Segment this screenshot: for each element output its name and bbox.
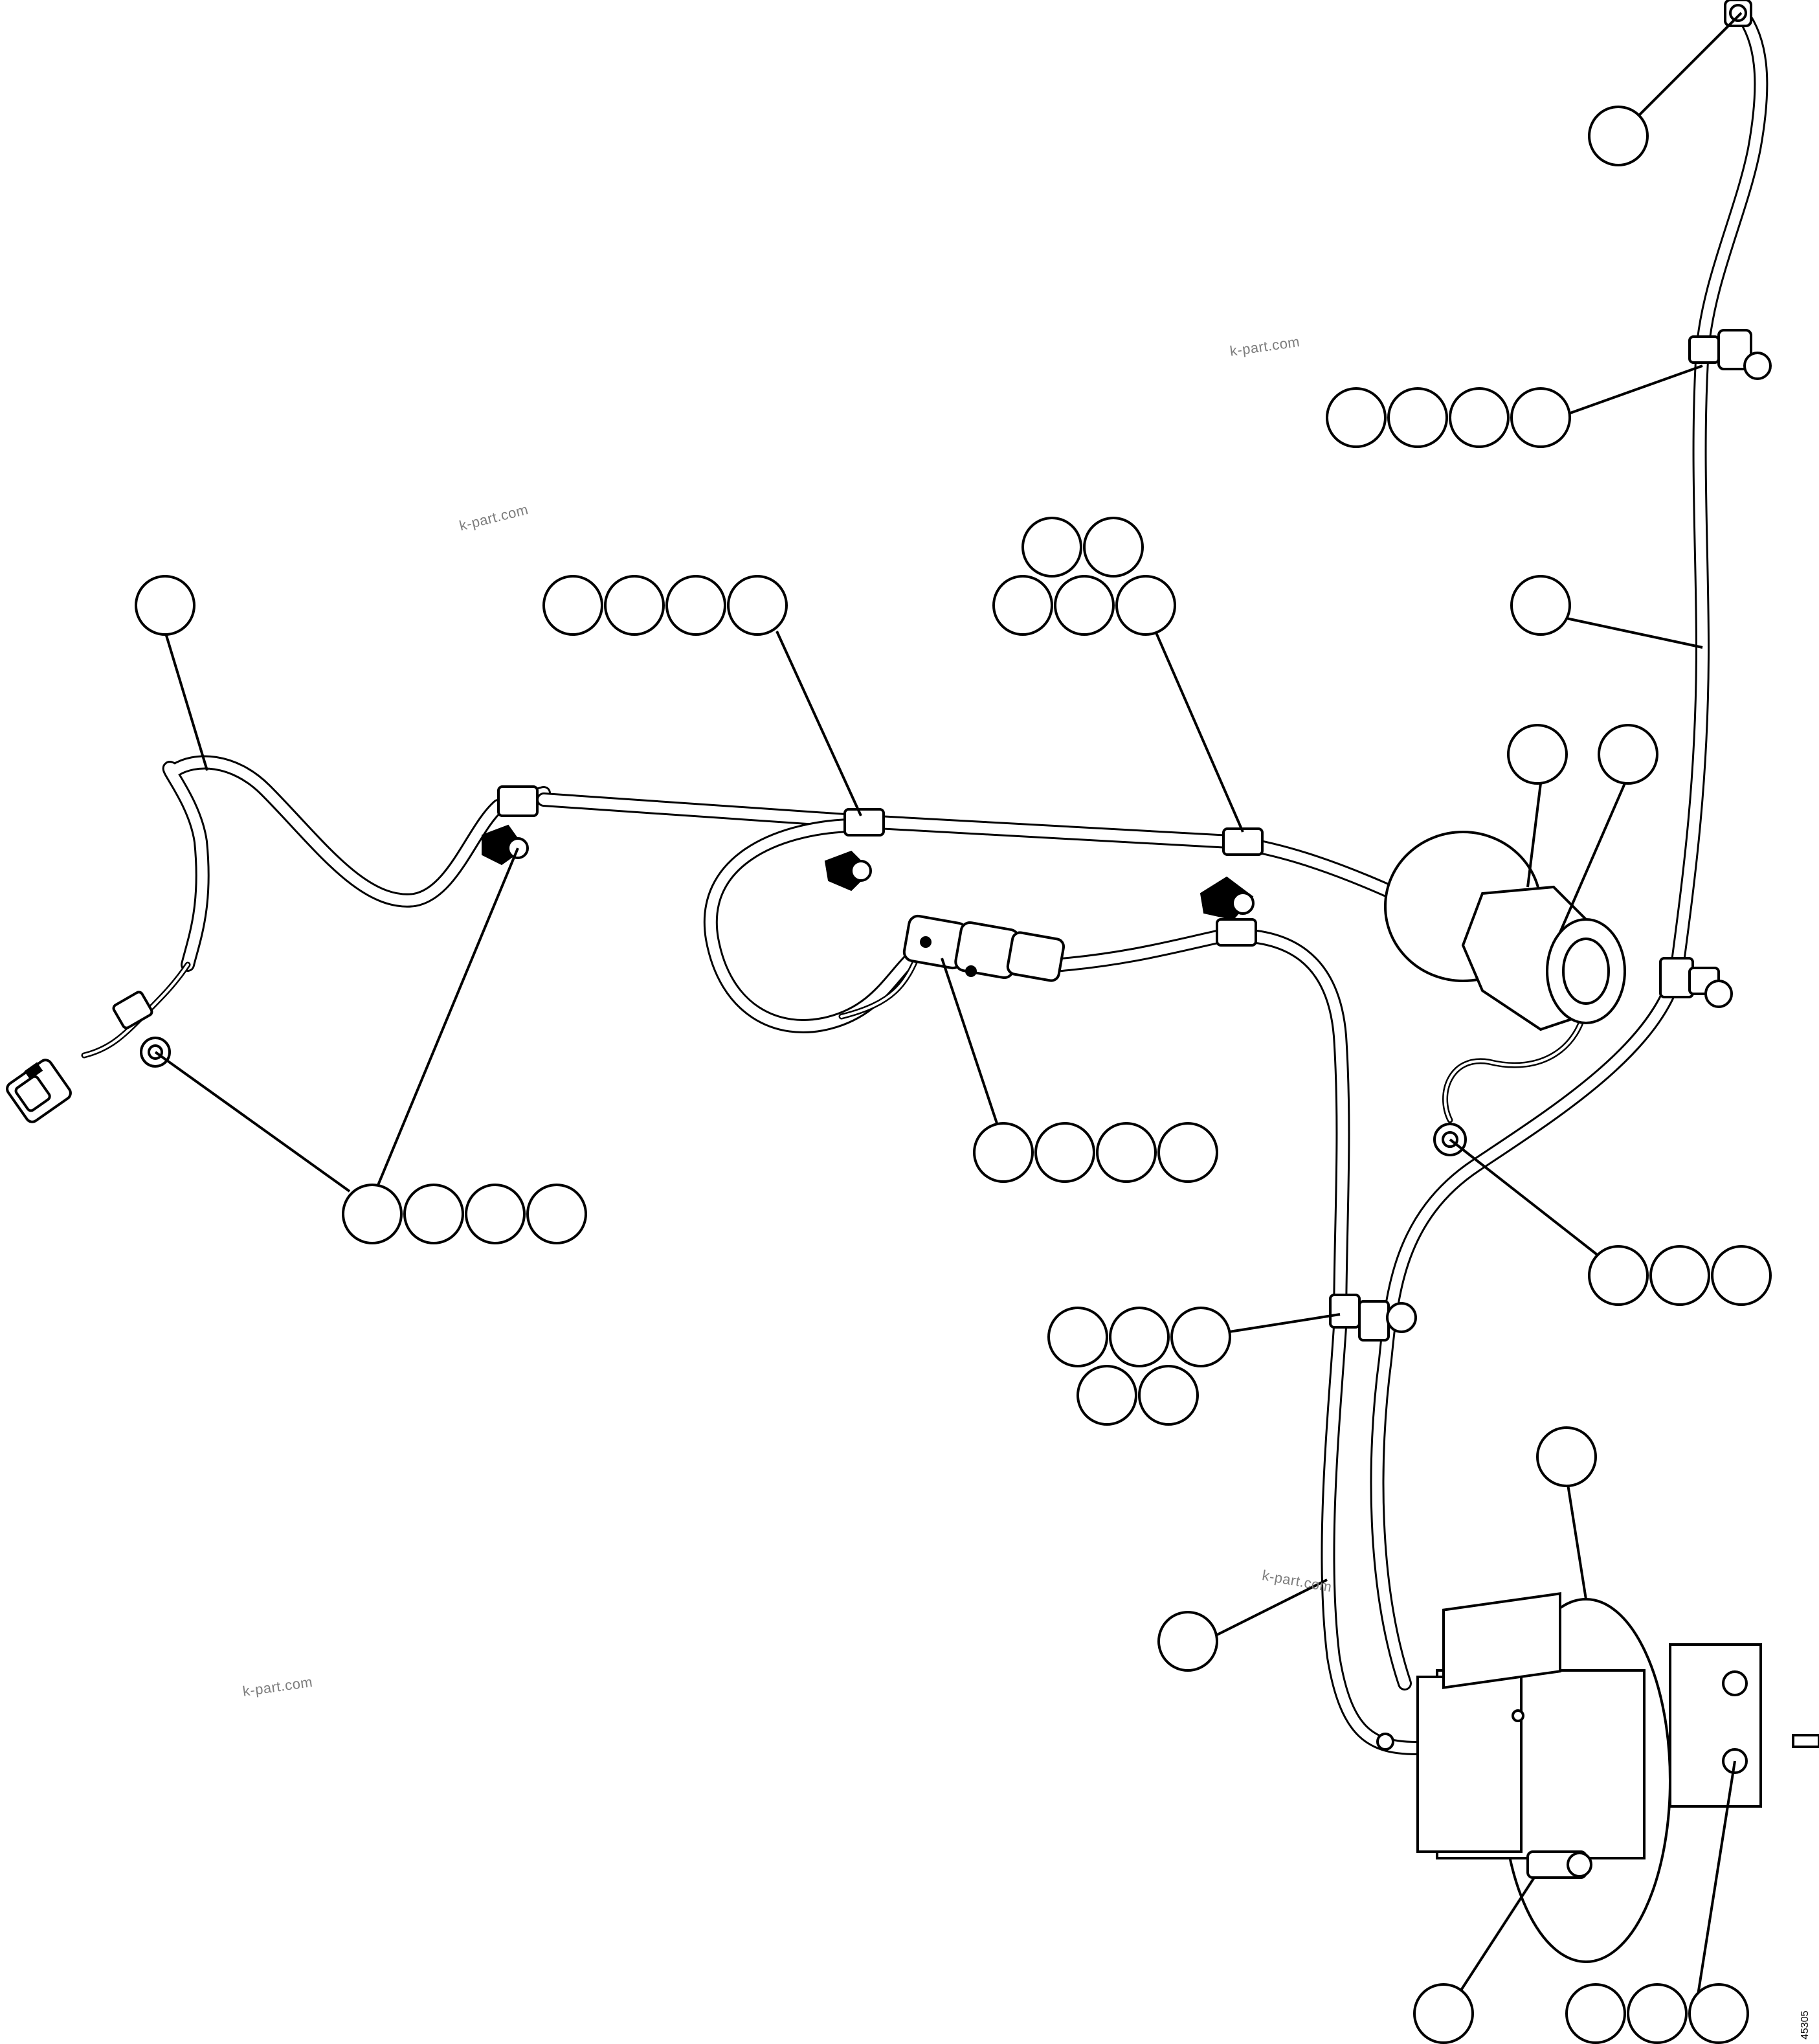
clip-center-left: [824, 808, 885, 892]
callout-group-5: [992, 517, 1176, 636]
callout-balloon: [1507, 724, 1568, 785]
callout-balloon: [135, 575, 195, 636]
clip-fasteners: [112, 329, 1772, 1342]
clip-center-right: [1200, 827, 1264, 947]
temperature-sender: [1384, 831, 1626, 1031]
callout-group-3: [1588, 1245, 1772, 1306]
callout-group-4: [542, 575, 788, 636]
top-terminal: [1724, 0, 1752, 27]
callout-group-4: [1326, 387, 1571, 448]
clip-right-top: [1688, 329, 1772, 380]
clip-right-lower: [1329, 1294, 1417, 1342]
branch-harness-loop: [704, 818, 926, 1033]
callout-balloon: [1536, 1426, 1597, 1487]
lower-harness: [1321, 1320, 1425, 1755]
main-harness-left-loop: [162, 755, 551, 972]
right-vertical-harness: [1370, 6, 1769, 1690]
callout-balloon: [1413, 1983, 1474, 2044]
callout-group-4: [973, 1122, 1218, 1183]
callout-balloon: [1510, 575, 1571, 636]
callout-balloon: [1157, 1611, 1218, 1672]
left-connector-plug: [6, 1059, 72, 1123]
fuel-level-sender: [1376, 1592, 1819, 1963]
callout-balloon: [1598, 724, 1658, 785]
callout-group-4: [342, 1184, 587, 1244]
sender-lead-wires: [1442, 1000, 1589, 1123]
leader-lines: [154, 12, 1743, 2008]
clip-right-middle: [1659, 957, 1733, 1008]
callout-group-5: [1047, 1307, 1231, 1426]
callout-balloons: [135, 106, 1772, 2044]
inline-connector-pair: [902, 914, 1066, 982]
callout-balloon: [1588, 106, 1649, 166]
connector-harness: [1055, 928, 1350, 1334]
left-pigtail-wires: [81, 949, 922, 1059]
callout-group-3: [1565, 1983, 1749, 2044]
